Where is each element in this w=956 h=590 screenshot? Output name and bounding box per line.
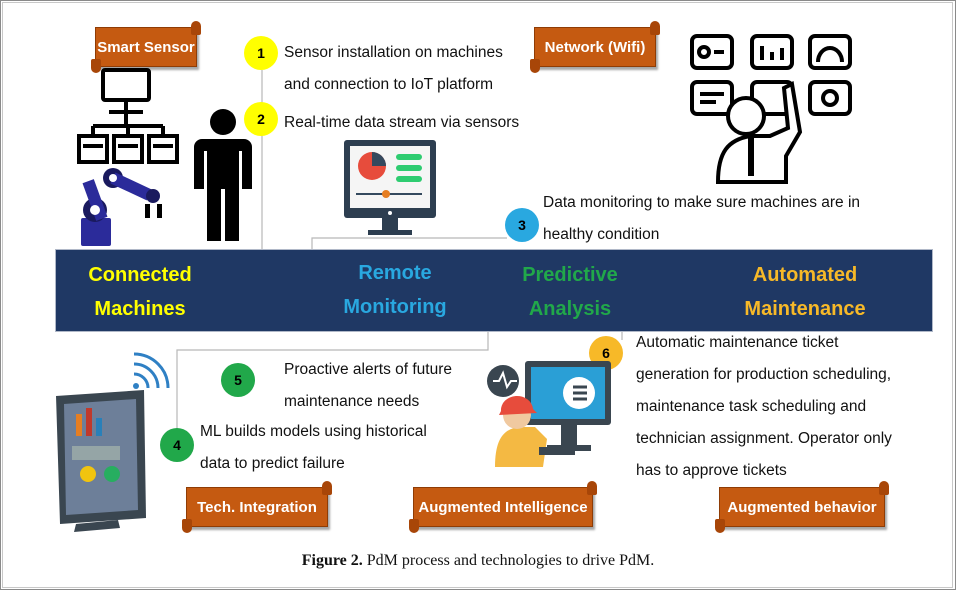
tag-label: Network (Wifi) — [534, 27, 656, 67]
stage-remote-monitoring: Remote Monitoring — [320, 256, 470, 324]
step-badge-3: 3 — [505, 208, 539, 242]
stage-label-line: Connected — [88, 264, 192, 286]
scroll-curl — [650, 21, 660, 35]
step-3-text: Data monitoring to make sure machines ar… — [543, 187, 860, 251]
step-text-line: has to approve tickets — [636, 462, 787, 479]
step-badge-4: 4 — [160, 428, 194, 462]
caption-text: PdM process and technologies to drive Pd… — [366, 552, 655, 569]
stage-automated-maintenance: Automated Maintenance — [720, 258, 890, 326]
tag-network: Network (Wifi) — [524, 21, 666, 73]
step-text-line: Automatic maintenance ticket — [636, 334, 839, 351]
step-text-line: ML builds models using historical — [200, 423, 427, 440]
step-4-text: ML builds models using historical data t… — [200, 416, 427, 480]
step-text-line: Data monitoring to make sure machines ar… — [543, 194, 861, 211]
tag-smart-sensor: Smart Sensor — [85, 21, 207, 73]
tag-label: Tech. Integration — [186, 487, 328, 527]
stage-label-line: Machines — [94, 298, 186, 320]
process-band — [55, 249, 933, 332]
step-text-line: and connection to IoT platform — [284, 76, 494, 93]
stage-label-line: Analysis — [528, 298, 612, 320]
tag-label: Smart Sensor — [95, 27, 197, 67]
step-2-text: Real-time data stream via sensors — [284, 107, 519, 139]
caption-label: Figure 2. — [301, 552, 363, 569]
step-5-text: Proactive alerts of future maintenance n… — [284, 354, 452, 418]
stage-label-line: Automated — [752, 264, 858, 286]
tag-tech-integration: Tech. Integration — [176, 481, 338, 533]
step-badge-1: 1 — [244, 36, 278, 70]
scroll-curl — [587, 481, 597, 495]
step-text-line: Real-time data stream via sensors — [284, 114, 520, 131]
step-text-line: maintenance needs — [284, 393, 420, 410]
tag-augmented-intelligence: Augmented Intelligence — [403, 481, 603, 533]
robot-arm-computer-icon — [77, 68, 179, 246]
scroll-curl — [530, 59, 540, 73]
stage-label-line: Predictive — [522, 264, 618, 286]
dashboard-monitor-icon — [344, 140, 436, 235]
stage-predictive-analysis: Predictive Analysis — [495, 258, 645, 326]
step-badge-5: 5 — [221, 363, 255, 397]
stage-label-line: Remote — [358, 262, 432, 284]
scroll-curl — [879, 481, 889, 495]
stage-connected-machines: Connected Machines — [70, 258, 210, 326]
stage-label-line: Maintenance — [744, 298, 866, 320]
scroll-curl — [715, 519, 725, 533]
step-text-line: Sensor installation on machines — [284, 44, 503, 61]
step-text-line: maintenance task scheduling and — [636, 398, 867, 415]
step-1-text: Sensor installation on machines and conn… — [284, 37, 503, 101]
person-icon — [194, 109, 252, 241]
tag-augmented-behavior: Augmented behavior — [709, 481, 895, 533]
scroll-curl — [322, 481, 332, 495]
step-text-line: Proactive alerts of future — [284, 361, 452, 378]
tag-label: Augmented Intelligence — [413, 487, 593, 527]
scroll-curl — [191, 21, 201, 35]
wifi-tablet-icon — [56, 352, 170, 532]
step-text-line: data to predict failure — [200, 455, 345, 472]
scroll-curl — [409, 519, 419, 533]
figure-caption: Figure 2. PdM process and technologies t… — [0, 552, 956, 570]
tag-label: Augmented behavior — [719, 487, 885, 527]
step-badge-2: 2 — [244, 102, 278, 136]
touchscreen-person-icon — [690, 34, 852, 184]
step-text-line: technician assignment. Operator only — [636, 430, 892, 447]
stage-label-line: Monitoring — [343, 296, 447, 318]
step-text-line: generation for production scheduling, — [636, 366, 892, 383]
scroll-curl — [182, 519, 192, 533]
technician-monitor-icon — [487, 361, 611, 467]
scroll-curl — [91, 59, 101, 73]
step-text-line: healthy condition — [543, 226, 660, 243]
step-6-text: Automatic maintenance ticket generation … — [636, 327, 892, 487]
